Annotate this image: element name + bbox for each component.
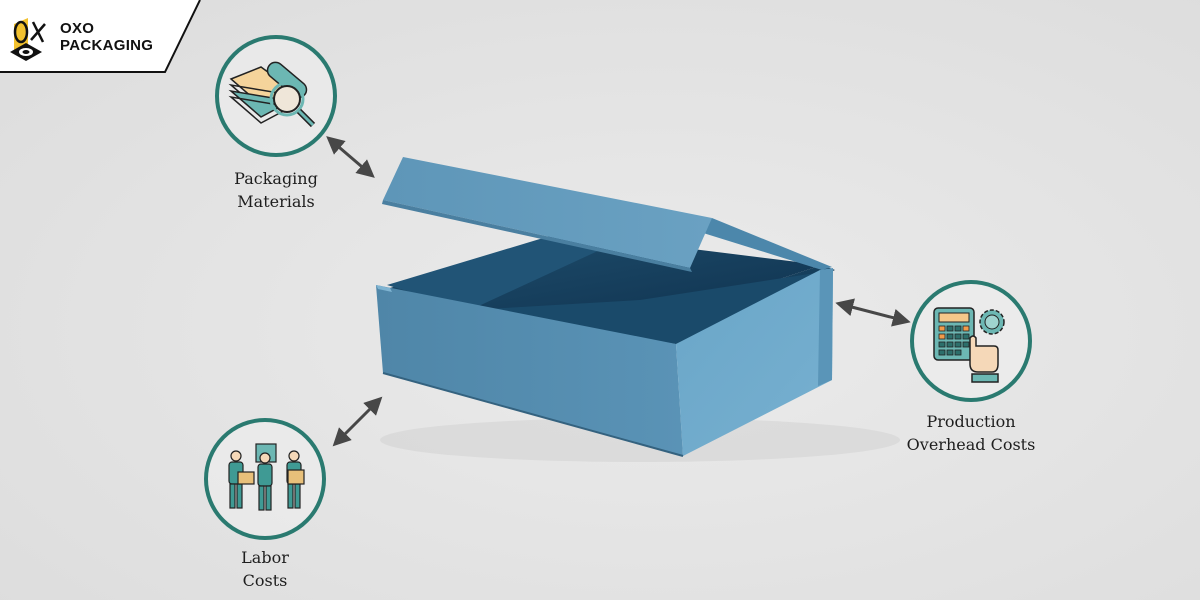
brand-name-line2: PACKAGING [60, 37, 154, 54]
brand-name: OXO PACKAGING [60, 20, 153, 54]
label-packaging-materials: Packaging Materials [234, 169, 318, 211]
calculator-gear-icon [933, 307, 1005, 383]
oxo-logo-icon [10, 18, 46, 61]
label-labor-costs: Labor Costs [241, 548, 289, 590]
packaging-materials-circle [215, 35, 337, 157]
arrow-labor-costs [332, 396, 383, 447]
labor-costs-circle [204, 418, 326, 540]
workers-icon [228, 443, 305, 511]
label-production-overhead: Production Overhead Costs [906, 412, 1036, 454]
logo-panel-shape [0, 0, 201, 73]
materials-magnifier-icon [228, 61, 316, 128]
arrow-production-overhead [835, 298, 911, 327]
production-overhead-circle [910, 280, 1032, 402]
brand-logo: OXO PACKAGING [0, 0, 200, 76]
arrow-packaging-materials [326, 136, 375, 178]
brand-name-line1: OXO [60, 20, 95, 37]
